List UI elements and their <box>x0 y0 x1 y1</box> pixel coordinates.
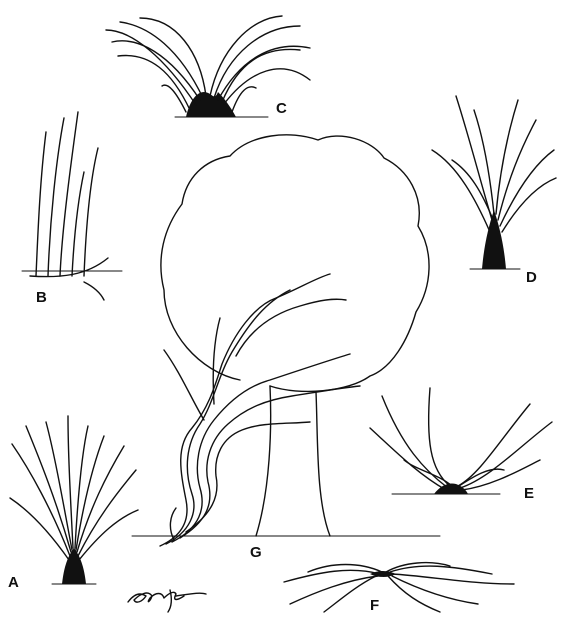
form-e-label: E <box>524 485 534 502</box>
form-f-stem <box>284 570 380 582</box>
form-b-label: B <box>36 289 47 306</box>
form-f-stem <box>392 574 514 584</box>
form-a-label: A <box>8 574 19 591</box>
form-d-upright: D <box>432 96 556 286</box>
form-e-stem <box>370 428 446 490</box>
form-f-stem <box>390 566 492 574</box>
form-g-label: G <box>250 544 262 561</box>
form-f-prostrate: F <box>284 563 514 614</box>
form-f-stem <box>290 576 378 604</box>
form-c-drooping: C <box>106 16 310 117</box>
form-e-stem <box>429 388 450 486</box>
form-a-stem <box>78 470 136 556</box>
form-d-stem <box>498 120 536 220</box>
form-a-stem <box>12 444 70 556</box>
vine-stem <box>170 508 176 540</box>
form-c-stem <box>162 85 186 112</box>
vine-stem <box>166 290 290 544</box>
form-d-stem <box>432 150 490 232</box>
form-c-base <box>186 92 236 117</box>
form-f-stem <box>392 576 478 604</box>
form-e-stem <box>382 396 448 488</box>
vine-stem <box>186 422 310 532</box>
form-g-climbing: G <box>132 135 440 561</box>
form-b-rhizomatous: B <box>22 112 122 306</box>
vine-stem <box>213 318 220 404</box>
form-b-rhizome <box>30 258 108 277</box>
form-a-stem <box>79 510 138 560</box>
vine-stem <box>164 350 204 420</box>
form-d-label: D <box>526 269 537 286</box>
form-f-stem <box>388 576 440 612</box>
form-d-stem <box>500 150 554 226</box>
form-f-label: F <box>370 597 379 614</box>
form-e-stem <box>458 404 530 486</box>
form-c-stem <box>222 49 300 102</box>
tree-trunk <box>256 386 271 536</box>
form-b-stem <box>72 172 84 276</box>
tree-trunk <box>316 392 330 536</box>
form-b-rhizome <box>84 282 104 300</box>
form-a-base <box>62 548 86 584</box>
form-b-stem <box>60 112 78 276</box>
form-c-stem <box>118 55 190 110</box>
form-a-stem <box>68 416 73 548</box>
form-b-stem <box>36 132 46 276</box>
form-e-spreading: E <box>370 388 552 502</box>
form-e-stem <box>460 422 552 488</box>
form-a-stem <box>10 498 69 560</box>
form-c-stem <box>210 16 282 96</box>
form-c-label: C <box>276 100 287 117</box>
vine-stem <box>236 299 346 356</box>
tree-crown <box>161 135 429 392</box>
vine-stem <box>160 274 330 546</box>
form-b-stem <box>84 148 98 276</box>
form-a-stem <box>75 426 88 548</box>
artist-signature <box>128 590 206 612</box>
form-a-fan: A <box>8 416 138 591</box>
form-c-stem <box>214 26 300 98</box>
form-d-base <box>482 210 506 269</box>
